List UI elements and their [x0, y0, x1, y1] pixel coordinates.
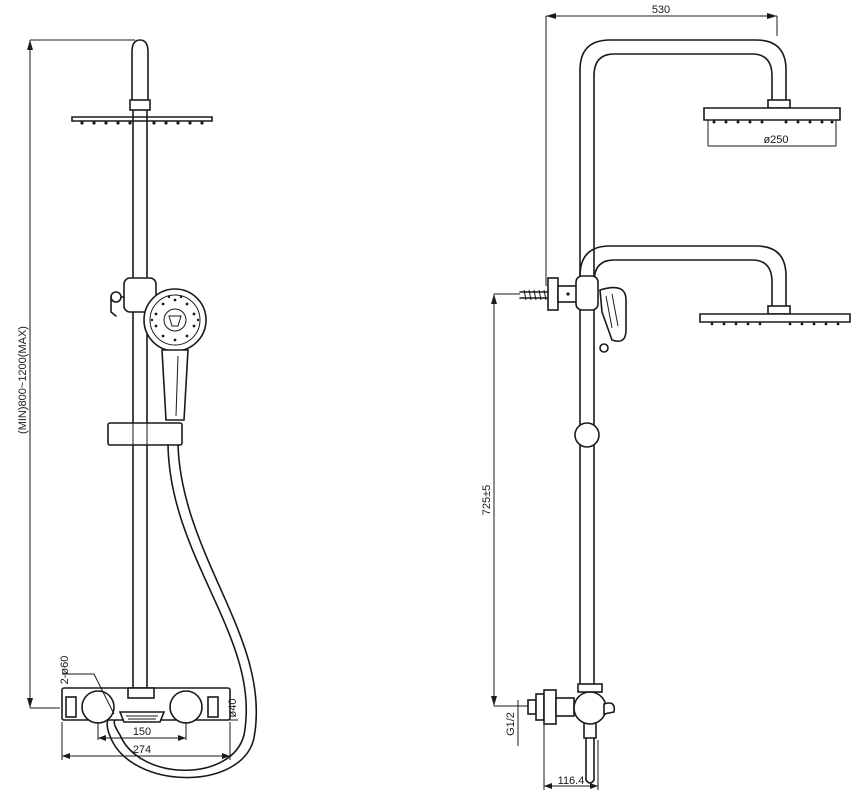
bottom-dimensions-front: 150 274	[61, 722, 231, 760]
hand-shower-side	[575, 275, 627, 353]
pipe-diameter-label: ø40	[227, 699, 239, 718]
connector-depth-label: 116.4	[558, 775, 585, 787]
lower-head-nozzles	[710, 322, 840, 326]
mixer-body-side	[527, 683, 616, 784]
hand-shower-nozzles	[150, 295, 200, 342]
eccentric-callout: 2-ø60	[59, 656, 115, 715]
height-range-label: (MIN)800~1200(MAX)	[17, 326, 29, 434]
pipe-diameter-callout: ø40	[222, 699, 239, 721]
top-width-dimension: 530	[545, 4, 778, 286]
height-dimension: (MIN)800~1200(MAX)	[17, 39, 135, 709]
side-view: 530	[481, 4, 851, 790]
overhead-shower-head-front	[71, 116, 213, 125]
outlet-height-dimension: 725±5	[481, 293, 528, 707]
connector-thread-label: G1/2	[505, 712, 517, 736]
connector-thread-callout: G1/2	[505, 700, 519, 746]
hand-shower-front	[143, 288, 207, 421]
connector-depth-dimension: 116.4	[543, 724, 599, 790]
head-nozzle-row-side	[712, 120, 834, 124]
top-arm-side	[579, 39, 791, 109]
outlet-height-label: 725±5	[481, 485, 493, 516]
riser-pipe-side	[579, 69, 595, 686]
top-gooseneck	[129, 39, 151, 111]
body-width-label: 274	[133, 744, 151, 756]
center-distance-label: 150	[133, 726, 151, 738]
riser-pipe-front	[132, 109, 148, 689]
overhead-shower-head-side-top: ø250	[703, 107, 841, 147]
slide-bracket-front	[107, 422, 183, 446]
front-view: (MIN)800~1200(MAX)	[17, 39, 258, 779]
eccentric-count-label: 2-ø60	[59, 656, 71, 685]
slide-ball-side	[574, 422, 600, 448]
wall-bracket-side	[519, 277, 581, 311]
shower-hose-front	[106, 444, 258, 779]
mixer-body-front	[61, 687, 231, 724]
head-nozzle-row	[80, 121, 204, 125]
head-diameter-label: ø250	[763, 134, 788, 146]
top-width-label: 530	[652, 4, 670, 16]
overhead-shower-head-side-lower	[699, 313, 851, 326]
